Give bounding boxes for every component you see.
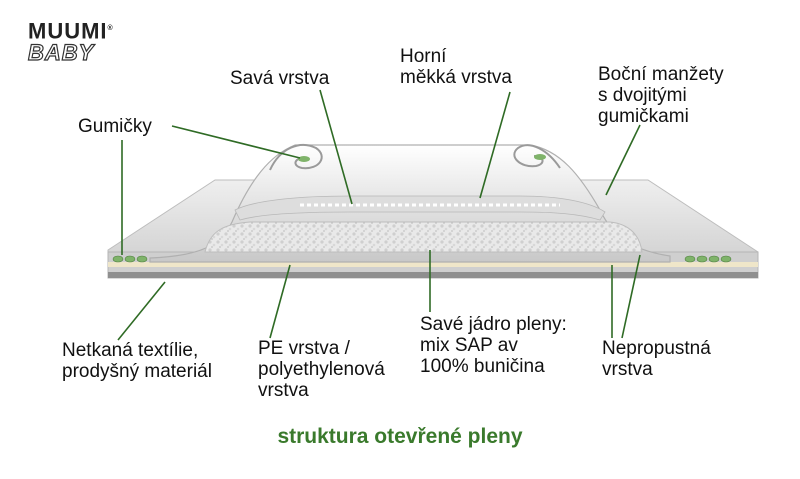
pointer-pe — [269, 264, 291, 339]
brand-logo: MUUMI® BABY — [27, 18, 114, 66]
pointer-nepropustna-b — [621, 254, 641, 339]
pointer-lines — [117, 89, 641, 341]
right-cuff-curl — [513, 144, 561, 169]
logo-line-1: MUUMI® — [28, 18, 114, 44]
left-cuff-curl — [269, 143, 323, 171]
logo-line-2: BABY — [27, 40, 95, 66]
pointer-netkana — [117, 281, 166, 341]
pe-layer-stripe — [108, 262, 758, 267]
label-bocni-manzety: Boční manžety s dvojitými gumičkami — [598, 64, 724, 127]
top-soft-layer — [234, 195, 606, 221]
right-leg-elastics — [684, 255, 732, 263]
pointer-gumicky — [171, 125, 301, 159]
label-pe-vrstva: PE vrstva / polyethylenová vrstva — [258, 338, 385, 401]
pointer-horni — [479, 91, 511, 199]
diagram-caption: struktura otevřené pleny — [277, 425, 523, 448]
pointer-sava-vrstva — [319, 89, 353, 205]
pointer-bocni — [605, 124, 641, 196]
left-cuff-elastic — [298, 156, 310, 162]
bottom-shadow-strip — [108, 272, 758, 278]
label-sava-vrstva: Savá vrstva — [230, 68, 330, 89]
label-horni-mekka-vrstva: Horní měkká vrstva — [400, 46, 512, 88]
absorbent-core — [204, 221, 643, 253]
label-netkana-textilie: Netkaná textílie, prodyšný materiál — [62, 340, 212, 382]
left-leg-elastics — [112, 255, 148, 263]
right-cuff-elastic — [534, 154, 546, 160]
label-nepropustna-vrstva: Nepropustná vrstva — [602, 338, 711, 380]
label-gumicky: Gumičky — [78, 116, 152, 137]
label-save-jadro: Savé jádro pleny: mix SAP av 100% buniči… — [420, 314, 567, 377]
